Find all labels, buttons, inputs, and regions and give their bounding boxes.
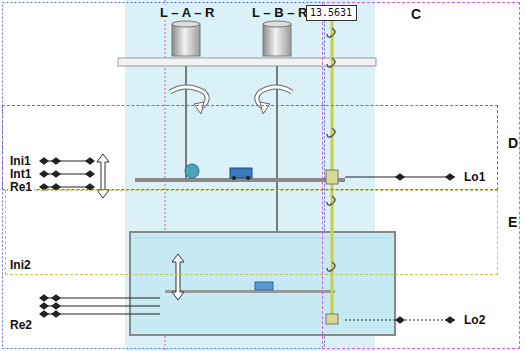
part-label: Int1 bbox=[8, 167, 33, 181]
region-band: E bbox=[5, 190, 498, 275]
part-label: L – B – R bbox=[250, 5, 309, 20]
region-letter: D bbox=[508, 136, 518, 150]
part-label: Re1 bbox=[8, 180, 34, 194]
readout-value: 13.5631 bbox=[307, 6, 356, 20]
display-readout: 13.5631 bbox=[306, 5, 357, 21]
region-band: C bbox=[322, 2, 520, 349]
part-label: Ini1 bbox=[8, 154, 33, 168]
region-letter: E bbox=[508, 215, 517, 229]
part-label: Lo1 bbox=[462, 170, 487, 184]
part-label: Re2 bbox=[8, 318, 34, 332]
region-band: D bbox=[2, 105, 498, 190]
part-label: Ini2 bbox=[8, 258, 33, 272]
part-label: Lo2 bbox=[462, 313, 487, 327]
region-letter: C bbox=[411, 7, 421, 21]
part-label: L – A – R bbox=[158, 5, 216, 20]
